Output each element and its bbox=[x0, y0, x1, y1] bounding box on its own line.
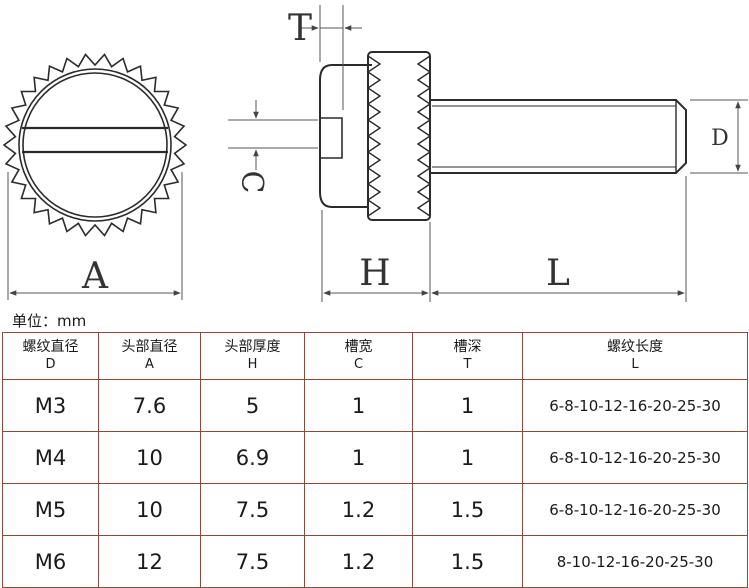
cell-slot-depth: 1.5 bbox=[412, 535, 523, 588]
cell-head-diameter: 10 bbox=[98, 483, 201, 536]
dim-L-label: L bbox=[546, 253, 570, 294]
dim-D-label: D bbox=[711, 126, 729, 151]
cell-thread-diameter: M4 bbox=[2, 431, 99, 484]
dim-A-label: A bbox=[81, 256, 109, 297]
cell-head-thickness: 6.9 bbox=[200, 431, 305, 484]
dimension-H-L bbox=[321, 176, 687, 302]
cell-thread-length: 6-8-10-12-16-20-25-30 bbox=[522, 431, 748, 484]
cell-slot-width: 1 bbox=[304, 431, 413, 484]
table-row: M5 10 7.5 1.2 1.5 6-8-10-12-16-20-25-30 bbox=[2, 483, 748, 536]
cell-head-thickness: 5 bbox=[200, 379, 305, 432]
cell-slot-width: 1.2 bbox=[304, 483, 413, 536]
front-view bbox=[2, 53, 188, 237]
knurled-edge bbox=[2, 53, 188, 237]
dim-C-label: C bbox=[234, 171, 269, 194]
cell-slot-width: 1 bbox=[304, 379, 413, 432]
dimension-C bbox=[228, 100, 318, 170]
dim-H-label: H bbox=[359, 253, 390, 294]
cell-head-thickness: 7.5 bbox=[200, 535, 305, 588]
technical-drawing: A T C H L bbox=[2, 5, 748, 302]
knurl-zigzag-right bbox=[416, 55, 432, 217]
cell-slot-depth: 1 bbox=[412, 379, 523, 432]
dim-T-label: T bbox=[288, 8, 312, 49]
cell-thread-diameter: M6 bbox=[2, 535, 99, 588]
side-view bbox=[319, 51, 687, 221]
cell-slot-depth: 1 bbox=[412, 431, 523, 484]
cell-thread-diameter: M5 bbox=[2, 483, 99, 536]
unit-label: 单位：mm bbox=[12, 312, 87, 330]
dimension-A bbox=[7, 172, 183, 300]
table-row: M4 10 6.9 1 1 6-8-10-12-16-20-25-30 bbox=[2, 431, 748, 484]
cell-slot-depth: 1.5 bbox=[412, 483, 523, 536]
cell-head-diameter: 10 bbox=[98, 431, 201, 484]
table-row: M6 12 7.5 1.2 1.5 8-10-12-16-20-25-30 bbox=[2, 535, 748, 588]
dimension-D bbox=[690, 99, 748, 174]
knurl-zigzag-left bbox=[366, 55, 382, 217]
cell-head-diameter: 12 bbox=[98, 535, 201, 588]
cell-head-thickness: 7.5 bbox=[200, 483, 305, 536]
dimension-T bbox=[300, 5, 362, 110]
cell-thread-diameter: M3 bbox=[2, 379, 99, 432]
cell-head-diameter: 7.6 bbox=[98, 379, 201, 432]
cell-thread-length: 6-8-10-12-16-20-25-30 bbox=[522, 379, 748, 432]
cell-slot-width: 1.2 bbox=[304, 535, 413, 588]
cell-thread-length: 6-8-10-12-16-20-25-30 bbox=[522, 483, 748, 536]
cell-thread-length: 8-10-12-16-20-25-30 bbox=[522, 535, 748, 588]
table-row: M3 7.6 5 1 1 6-8-10-12-16-20-25-30 bbox=[2, 379, 748, 432]
